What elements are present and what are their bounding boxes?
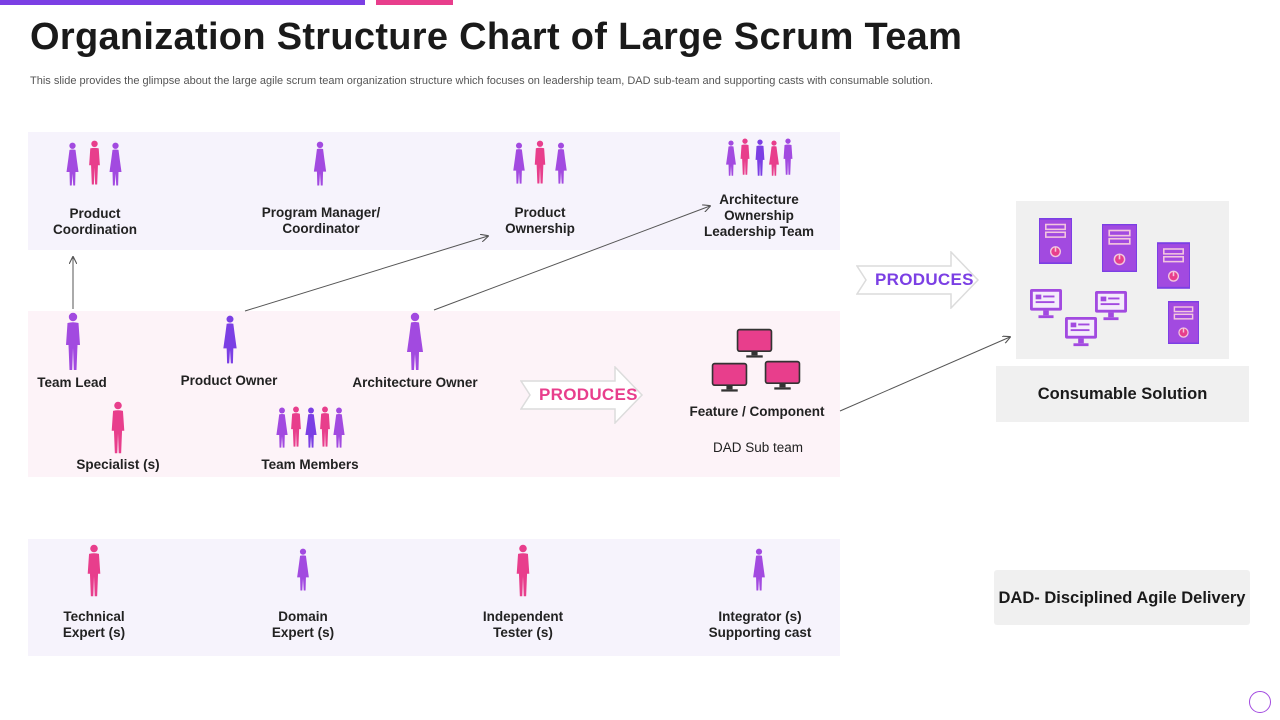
consumable-solution-label: Consumable Solution (1037, 385, 1208, 403)
product-coordination-group-icon (66, 140, 122, 186)
top-accent-bar-pink (376, 0, 453, 5)
dad-sub-team-label: DAD Sub team (712, 440, 804, 455)
leadership-band (28, 132, 840, 250)
dad-sub-team-band (28, 311, 840, 477)
decorative-circle-icon (1249, 691, 1271, 713)
architecture-owner-icon (407, 312, 423, 370)
team-members-label: Team Members (261, 457, 359, 472)
page-subtitle: This slide provides the glimpse about th… (30, 75, 934, 87)
domain-expert-icon (297, 548, 309, 591)
produces-arrow-feature: PRODUCES (520, 366, 644, 424)
architecture-ownership-group-icon (726, 138, 793, 176)
feature-component-monitors-icon (711, 328, 801, 393)
product-ownership-group-icon (513, 140, 567, 184)
technical-expert-icon (87, 544, 101, 597)
architecture-owner-label: Architecture Owner (352, 375, 478, 390)
top-accent-bar-purple (0, 0, 365, 5)
produces-arrow-shape (856, 251, 980, 309)
specialist-icon (111, 401, 125, 454)
arrow-feature-to-consumable-solution (839, 337, 1010, 412)
consumable-solution-illustration (1016, 201, 1229, 359)
specialists-label: Specialist (s) (76, 457, 160, 472)
supporting-cast-band (28, 539, 840, 656)
produces-text: PRODUCES (539, 385, 638, 404)
program-manager-icon (313, 141, 327, 186)
program-manager-label: Program Manager/Coordinator (261, 205, 381, 236)
integrator-label: Integrator (s)Supporting cast (708, 609, 812, 640)
team-lead-icon (66, 312, 80, 370)
produces-text: PRODUCES (875, 270, 974, 289)
product-owner-icon (223, 315, 237, 364)
consumable-solution-box: Consumable Solution (996, 366, 1249, 422)
dad-definition-box: DAD- Disciplined Agile Delivery (994, 570, 1250, 625)
produces-arrow-solution: PRODUCES (856, 251, 980, 309)
integrator-icon (753, 548, 765, 591)
arrow-architecture-owner-to-leadership (433, 206, 710, 311)
produces-arrow-shape (520, 366, 644, 424)
page-title: Organization Structure Chart of Large Sc… (30, 16, 963, 58)
servers-desktops-icon (1030, 218, 1199, 347)
dad-definition-label: DAD- Disciplined Agile Delivery (998, 589, 1246, 607)
team-lead-label: Team Lead (37, 375, 107, 390)
feature-component-label: Feature / Component (689, 404, 825, 419)
product-owner-label: Product Owner (180, 373, 278, 388)
team-members-group-icon (276, 406, 345, 448)
independent-tester-icon (516, 544, 530, 597)
arrow-product-owner-to-product-ownership (244, 236, 488, 312)
